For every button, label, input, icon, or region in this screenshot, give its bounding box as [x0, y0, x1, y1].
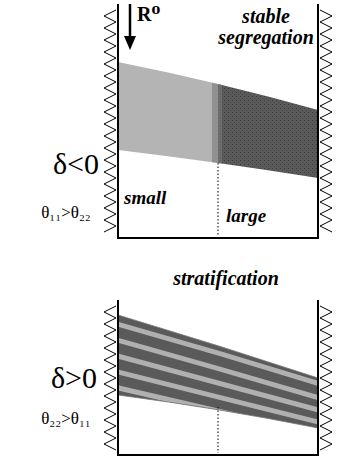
- condition-label: θ₂₂>θ₁₁: [41, 410, 91, 428]
- parameter-label: δ<0: [53, 148, 99, 180]
- wall-hatching: [104, 306, 116, 450]
- divider-line: [218, 407, 219, 453]
- region-label: large: [226, 206, 266, 226]
- wall-hatching: [104, 10, 116, 232]
- segregation-pile: [118, 50, 318, 190]
- force-label: R⁰: [137, 4, 160, 25]
- parameter-label: δ>0: [51, 362, 97, 394]
- wall-hatching: [320, 10, 332, 232]
- wall-hatching: [320, 306, 332, 450]
- divider-line: [218, 163, 219, 236]
- container-box: [117, 4, 319, 238]
- input-arrow: [124, 4, 136, 50]
- condition-label: θ₁₁>θ₂₂: [41, 204, 91, 222]
- panel-title: stable segregation: [216, 6, 316, 48]
- wall-hatching: [104, 10, 332, 450]
- container-box: [117, 300, 319, 455]
- panel-title: stratification: [173, 268, 279, 289]
- region-label: small: [124, 188, 166, 208]
